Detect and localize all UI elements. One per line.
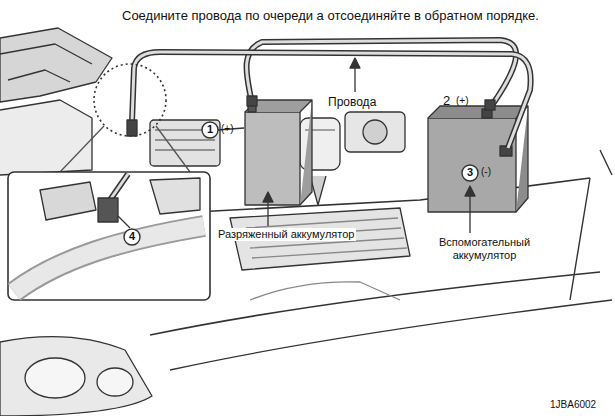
polarity-sign: (+) bbox=[456, 95, 469, 107]
callout-number: 3 bbox=[467, 166, 473, 179]
polarity-sign: (-) bbox=[481, 166, 491, 178]
callout-number: 2 bbox=[443, 93, 450, 109]
figure-code: 1JBA6002 bbox=[550, 399, 596, 411]
part-label: Разряженный аккумулятор bbox=[216, 228, 356, 241]
callout-number: 1 bbox=[207, 123, 213, 136]
callout-number: 4 bbox=[129, 230, 135, 243]
polarity-sign: (+) bbox=[221, 123, 234, 135]
wires-label: Провода bbox=[326, 95, 378, 109]
part-label: Вспомогательный аккумулятор bbox=[420, 236, 549, 262]
diagram-title: Соедините провода по очереди а отсоединя… bbox=[122, 8, 539, 24]
